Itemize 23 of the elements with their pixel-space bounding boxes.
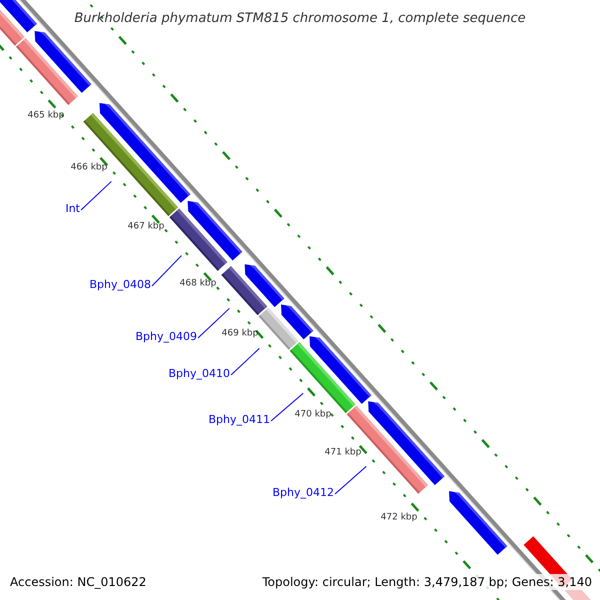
gene-label: Bphy_0411 <box>208 413 270 427</box>
leader-line <box>152 255 182 286</box>
genome-summary-text: Topology: circular; Length: 3,479,187 bp; Genes: 3,140 <box>262 574 592 590</box>
gene-label: Bphy_0412 <box>272 486 334 500</box>
gene-label: Bphy_0410 <box>168 367 230 381</box>
tick-label: 472 kbp <box>380 512 418 524</box>
tick-label: 470 kbp <box>294 410 332 420</box>
leader-line <box>334 466 367 494</box>
tick-label: 469 kbp <box>222 328 258 340</box>
tick-label: 467 kbp <box>128 222 164 232</box>
accession-text: Accession: NC_010622 <box>10 574 146 590</box>
leader-line <box>270 392 304 422</box>
gene-label: Bphy_0409 <box>135 330 197 344</box>
title: Burkholderia phymatum STM815 chromosome 1, complete sequence <box>73 10 527 28</box>
tick-label: 465 kbp <box>28 110 64 122</box>
tick-label: 471 kbp <box>324 448 362 458</box>
leader-line <box>198 308 230 338</box>
leader-line <box>230 348 260 376</box>
gene-label: Bphy_0408 <box>89 278 151 292</box>
leader-line <box>80 180 112 210</box>
tick-label: 466 kbp <box>70 162 108 174</box>
gene-label: Int <box>65 202 80 216</box>
tick-label: 468 kbp <box>180 278 216 290</box>
